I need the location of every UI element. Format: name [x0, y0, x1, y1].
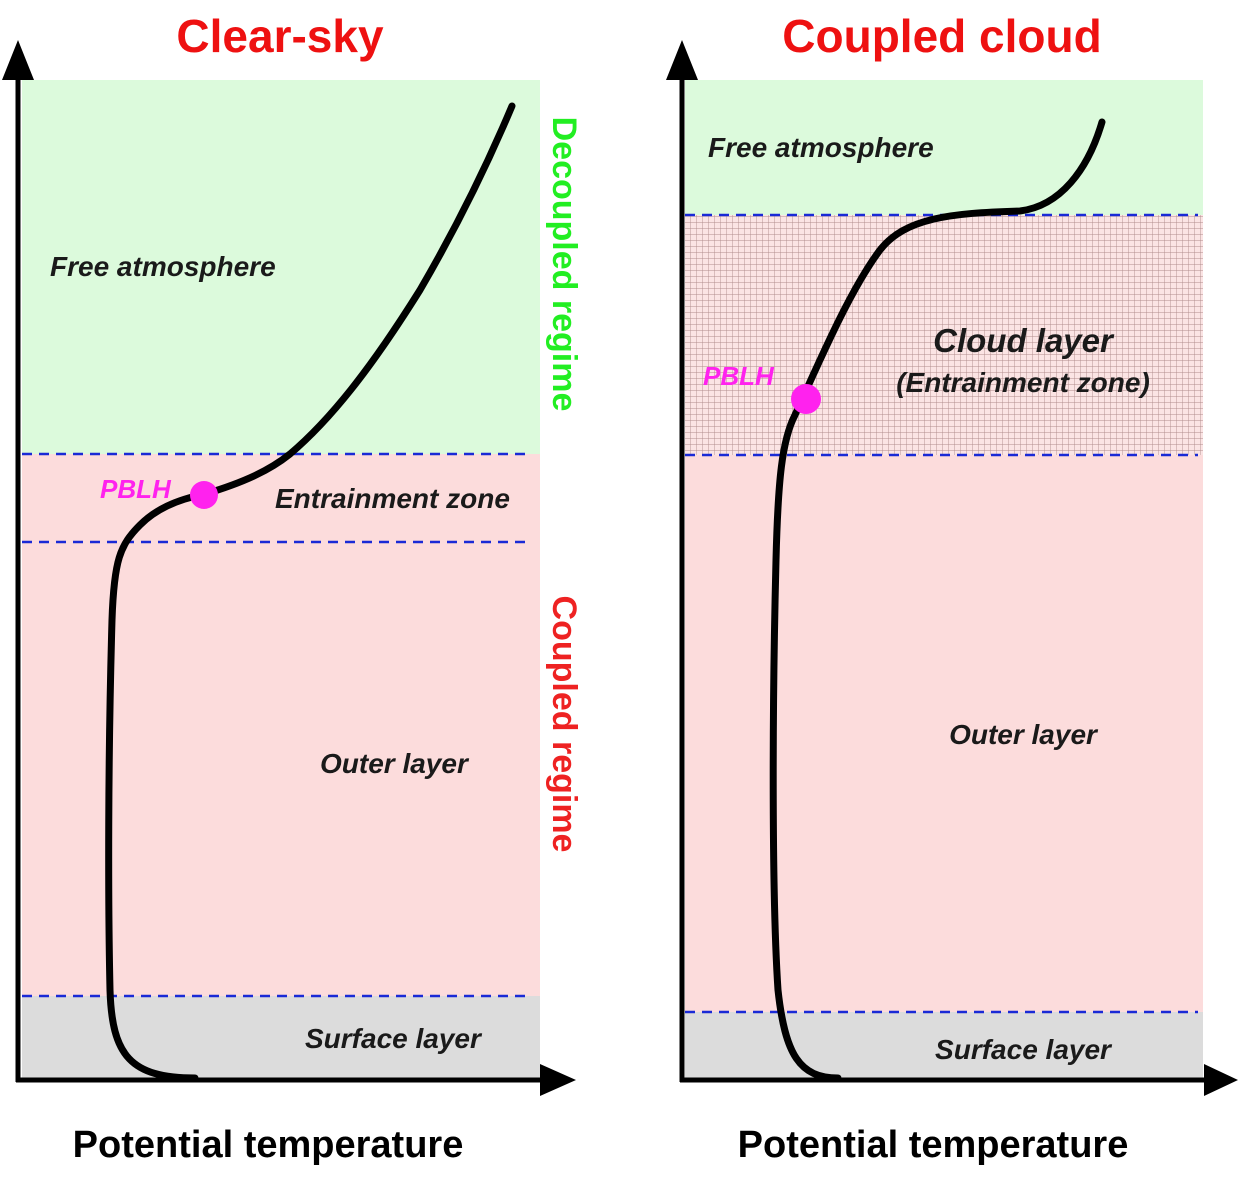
right-free-atmosphere-label: Free atmosphere [708, 132, 934, 163]
right-x-axis-arrow [1204, 1064, 1238, 1096]
left-x-axis-arrow [540, 1064, 576, 1096]
right-surface-layer-region [685, 1012, 1203, 1080]
right-free-atmosphere-region [685, 80, 1203, 215]
right-y-axis-arrow [666, 40, 698, 80]
right-panel-title: Coupled cloud [782, 10, 1101, 62]
coupled-regime-label: Coupled regime [545, 596, 583, 853]
right-cloud-layer-region [685, 215, 1203, 455]
right-surface-layer-label: Surface layer [935, 1034, 1113, 1065]
right-outer-layer-label: Outer layer [949, 719, 1099, 750]
right-x-axis-label: Potential temperature [738, 1124, 1129, 1166]
left-pblh-marker [190, 481, 218, 509]
right-boundary-layer-region [685, 455, 1203, 1012]
left-entrainment-zone-label: Entrainment zone [275, 483, 510, 514]
right-pblh-marker [791, 384, 821, 414]
right-entrainment-zone-label: (Entrainment zone) [896, 367, 1150, 398]
left-free-atmosphere-region [22, 80, 540, 454]
left-surface-layer-label: Surface layer [305, 1023, 483, 1054]
right-cloud-layer-label: Cloud layer [933, 322, 1115, 359]
left-panel: Clear-sky PBLH Free atmosphere Entrainme… [2, 10, 583, 1166]
right-panel: Coupled cloud PBLH Free atmosphere Cloud… [666, 10, 1238, 1166]
left-boundary-layer-region [22, 454, 540, 996]
right-potential-temperature-profile [769, 118, 1106, 1082]
left-outer-layer-label: Outer layer [320, 748, 470, 779]
left-potential-temperature-profile [105, 102, 516, 1082]
decoupled-regime-label: Decoupled regime [545, 117, 583, 412]
left-free-atmosphere-label: Free atmosphere [50, 251, 276, 282]
left-x-axis-label: Potential temperature [73, 1124, 464, 1166]
right-pblh-label: PBLH [703, 361, 775, 391]
left-pblh-label: PBLH [100, 474, 172, 504]
left-panel-title: Clear-sky [176, 10, 384, 62]
left-y-axis-arrow [2, 40, 34, 80]
